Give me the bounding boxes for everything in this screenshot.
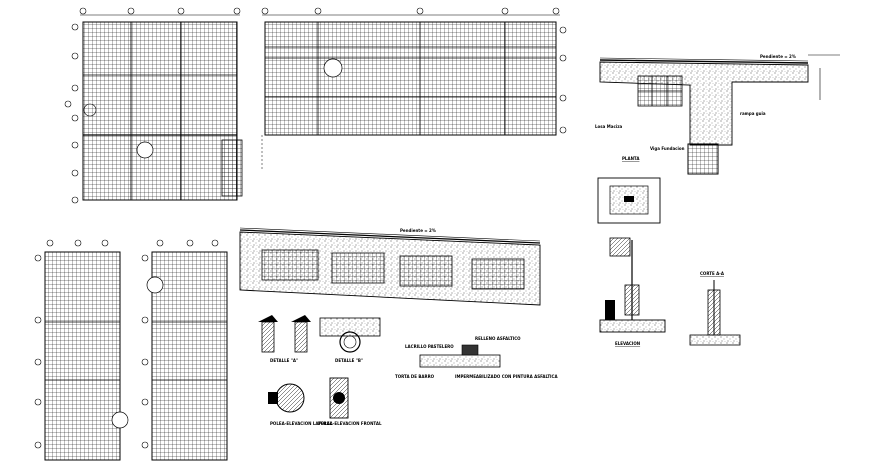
label-corte: CORTE A-A bbox=[700, 271, 725, 276]
label-relleno: RELLENO ASFALTICO bbox=[475, 336, 521, 341]
label-pendiente-1: Pendiente = 2% bbox=[760, 54, 796, 59]
elevation-right: ELEVACION CORTE A-A bbox=[597, 177, 741, 346]
label-lacrillo: LACRILLO PASTELERO bbox=[405, 344, 454, 349]
label-torta-barro: TORTA DE BARRO bbox=[395, 374, 435, 379]
label-detalle-a: DETALLE "A" bbox=[270, 358, 298, 363]
plan-top-center bbox=[261, 7, 567, 170]
section-top-right: Losa Maciza Viga Fundacion rampa guia Pe… bbox=[595, 54, 840, 175]
label-elevacion: ELEVACION bbox=[615, 341, 640, 346]
plan-bottom-left-a bbox=[34, 239, 129, 461]
label-viga-fundacion: Viga Fundacion bbox=[650, 146, 685, 151]
label-polea-lateral: POLEA-ELEVACION LATERAL bbox=[270, 421, 333, 426]
plan-bottom-left-b bbox=[141, 239, 228, 461]
label-rampa-guia: rampa guia bbox=[740, 111, 766, 116]
label-planta: PLANTA bbox=[622, 156, 640, 161]
label-polea-frontal: POLEA-ELEVACION FRONTAL bbox=[318, 421, 382, 426]
label-pendiente-2: Pendiente = 2% bbox=[400, 228, 436, 233]
plan-top-left bbox=[64, 7, 243, 204]
axis-bubbles-top-1 bbox=[79, 7, 241, 15]
section-middle-long: Pendiente = 2% bbox=[239, 227, 541, 306]
label-losa-maciza: Losa Maciza bbox=[595, 124, 623, 129]
label-impermeabilizado: IMPERMEABILIZADO CON PINTURA ASFALTICA bbox=[455, 374, 558, 379]
axis-bubbles-left-1 bbox=[71, 23, 79, 204]
label-detalle-b: DETALLE "B" bbox=[335, 358, 363, 363]
details-middle-bottom: DETALLE "A" DETALLE "B" POLEA-ELEVACION … bbox=[258, 315, 558, 426]
